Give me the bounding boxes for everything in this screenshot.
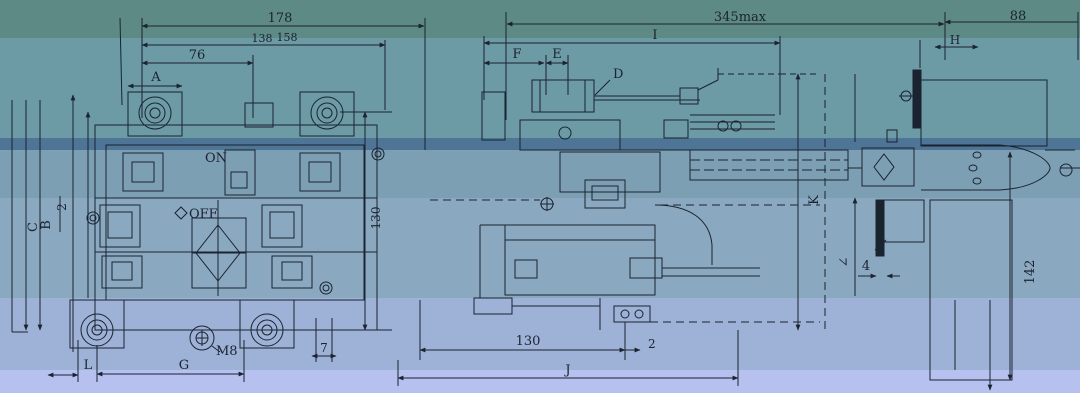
dim-label-L: L [84, 358, 93, 373]
dim-label-345max: 345max [714, 10, 767, 25]
dim-label-178: 178 [268, 11, 293, 26]
background-band-1 [0, 0, 1080, 38]
dim-label-H: H [950, 33, 960, 47]
dim-label-C: C [26, 222, 41, 232]
label-bolt: M8 [216, 344, 238, 359]
dim-label-side-2: 2 [648, 337, 656, 351]
dim-label-76: 76 [189, 48, 206, 63]
dim-label-J: J [563, 363, 570, 378]
dim-label-138: 138 [252, 32, 273, 45]
background-band-6 [0, 298, 1080, 370]
dim-label-side-130: 130 [516, 334, 541, 349]
right-view [848, 12, 1080, 391]
dim-label-E: E [552, 47, 562, 62]
dim-label-88: 88 [1010, 9, 1027, 24]
dim-label-2: 2 [55, 203, 69, 211]
dim-label-K: K [807, 195, 822, 205]
background-band-3 [0, 138, 1080, 150]
dim-label-G: G [179, 358, 189, 373]
dim-label-A: A [150, 70, 161, 85]
label-on: ON [205, 151, 227, 166]
side-view-labels: 345max I F E D K 130 2 J [512, 10, 822, 378]
background-band-4 [0, 150, 1080, 198]
right-view-labels: 88 H 4 ∠ 142 [837, 9, 1038, 284]
dim-label-B: B [39, 220, 54, 230]
dim-label-I: I [652, 28, 657, 43]
label-off: OFF [189, 207, 218, 222]
side-view [397, 12, 946, 386]
background-band-5 [0, 198, 1080, 298]
dim-label-142: 142 [1023, 260, 1038, 285]
angle-symbol: ∠ [837, 257, 852, 268]
bolt-circle [189, 325, 215, 351]
dim-label-158: 158 [277, 31, 298, 44]
dim-label-4: 4 [862, 259, 870, 274]
front-view [11, 17, 426, 382]
dim-label-F: F [512, 47, 521, 62]
dim-label-7: 7 [320, 341, 328, 355]
background-band-7 [0, 370, 1080, 393]
dim-label-130: 130 [369, 207, 383, 230]
dim-label-D: D [613, 67, 623, 82]
front-view-labels: 178 138 158 76 A C B 2 130 ON OFF M8 L G… [26, 11, 383, 373]
